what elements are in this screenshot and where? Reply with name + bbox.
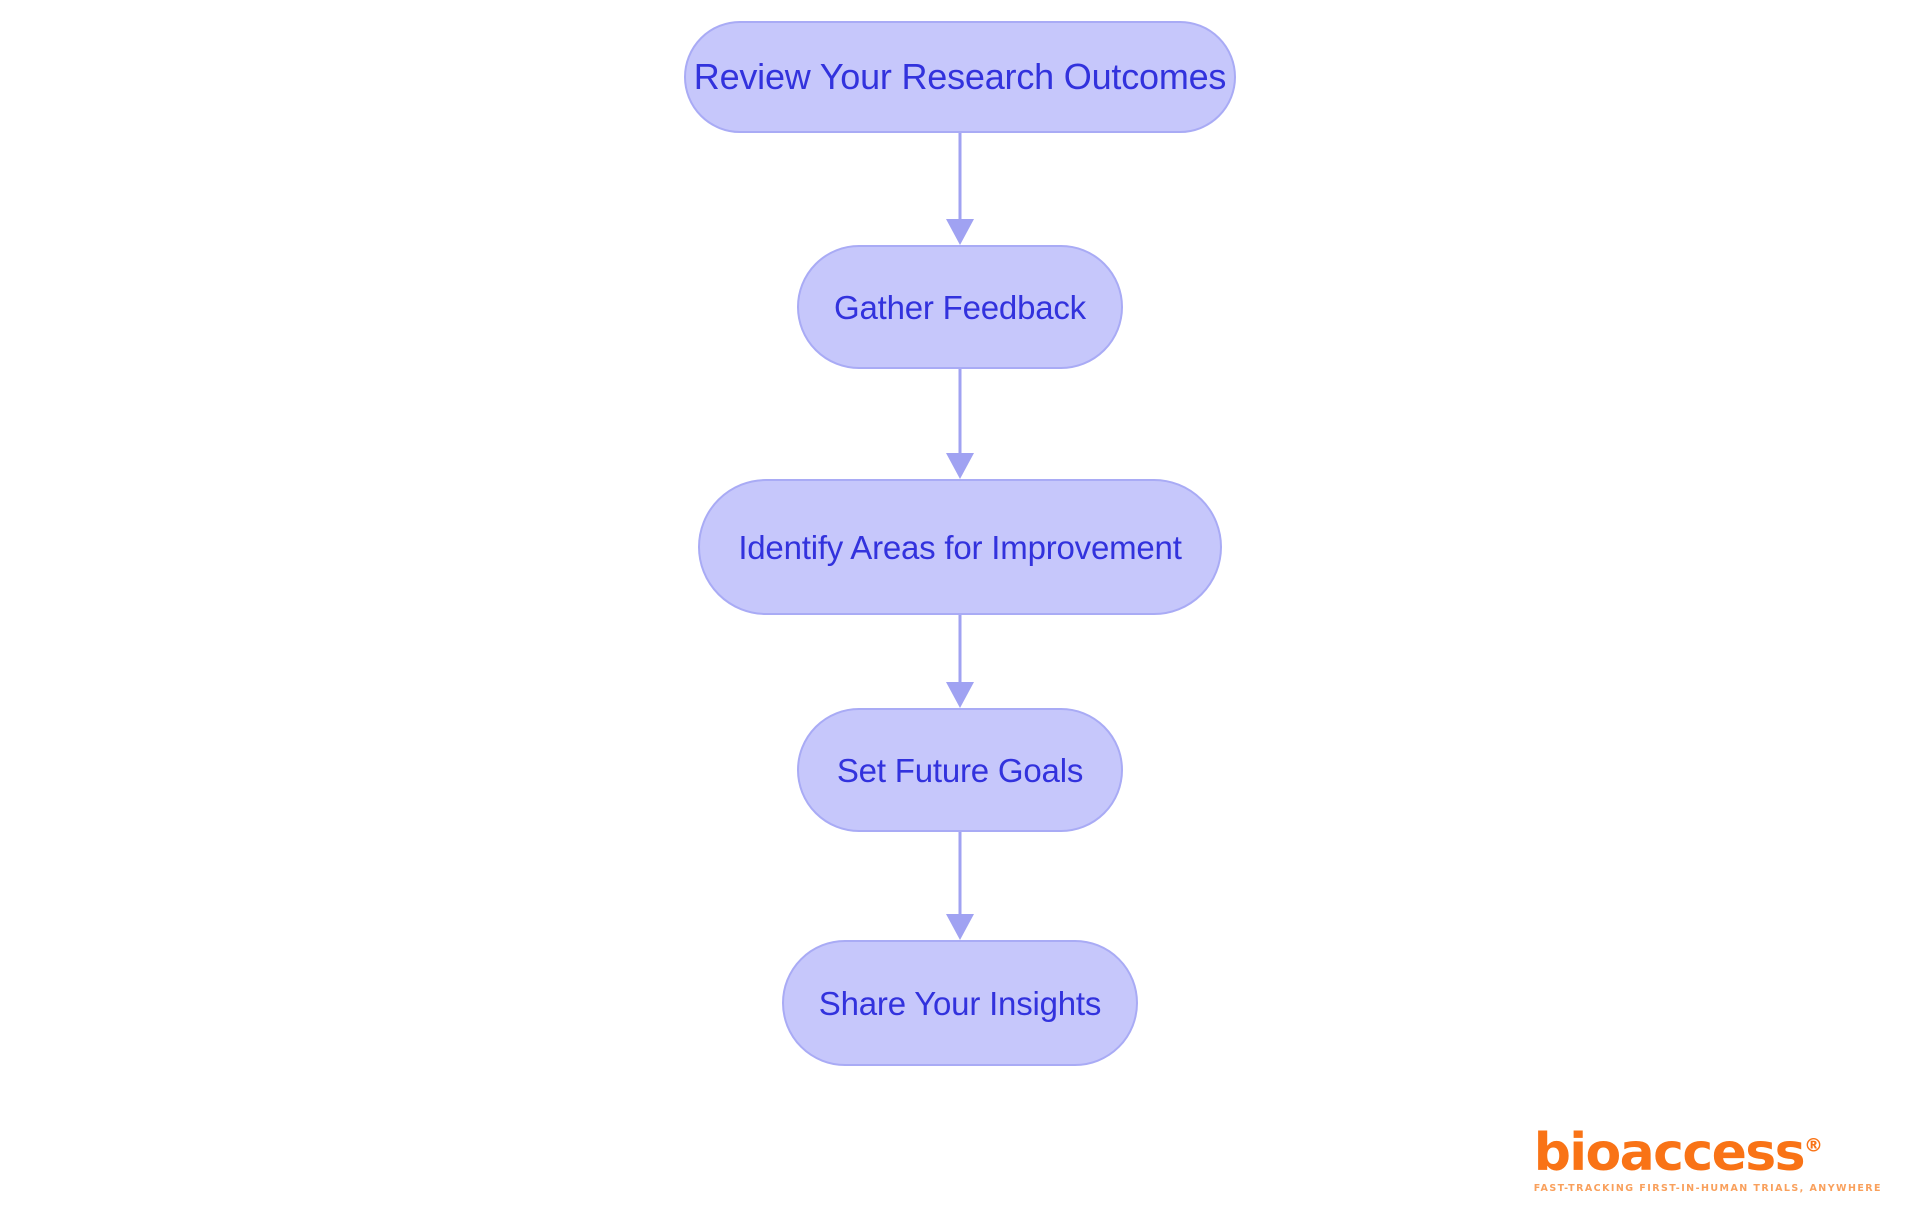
bioaccess-logo: bioaccess® FAST-TRACKING FIRST-IN-HUMAN …: [1534, 1127, 1882, 1194]
flow-column: Review Your Research Outcomes Gather Fee…: [684, 21, 1236, 1066]
brand-name: bioaccess: [1533, 1122, 1806, 1183]
flow-node-review-your-research-outcomes[interactable]: Review Your Research Outcomes: [684, 21, 1236, 133]
arrow-down-icon: [946, 682, 974, 708]
flow-connector-2: [946, 369, 974, 479]
flow-connector-4: [946, 832, 974, 940]
connector-line: [958, 369, 962, 453]
flow-node-identify-areas-for-improvement[interactable]: Identify Areas for Improvement: [698, 479, 1222, 615]
flow-node-label: Share Your Insights: [818, 984, 1102, 1022]
flow-node-gather-feedback[interactable]: Gather Feedback: [797, 245, 1123, 369]
registered-trademark-icon: ®: [1803, 1134, 1823, 1157]
flow-node-label: Set Future Goals: [836, 751, 1084, 789]
arrow-down-icon: [946, 453, 974, 479]
flow-connector-3: [946, 615, 974, 708]
flow-node-label: Identify Areas for Improvement: [738, 528, 1182, 566]
arrow-down-icon: [946, 914, 974, 940]
connector-line: [958, 615, 962, 682]
arrow-down-icon: [946, 219, 974, 245]
flow-node-share-your-insights[interactable]: Share Your Insights: [782, 940, 1138, 1066]
flow-connector-1: [946, 133, 974, 245]
brand-wordmark: bioaccess®: [1534, 1127, 1823, 1179]
flow-node-label: Gather Feedback: [834, 288, 1086, 326]
flow-node-label: Review Your Research Outcomes: [693, 56, 1227, 97]
flow-node-set-future-goals[interactable]: Set Future Goals: [797, 708, 1123, 832]
connector-line: [958, 133, 962, 219]
connector-line: [958, 832, 962, 914]
brand-tagline: FAST-TRACKING FIRST-IN-HUMAN TRIALS, ANY…: [1533, 1182, 1882, 1194]
